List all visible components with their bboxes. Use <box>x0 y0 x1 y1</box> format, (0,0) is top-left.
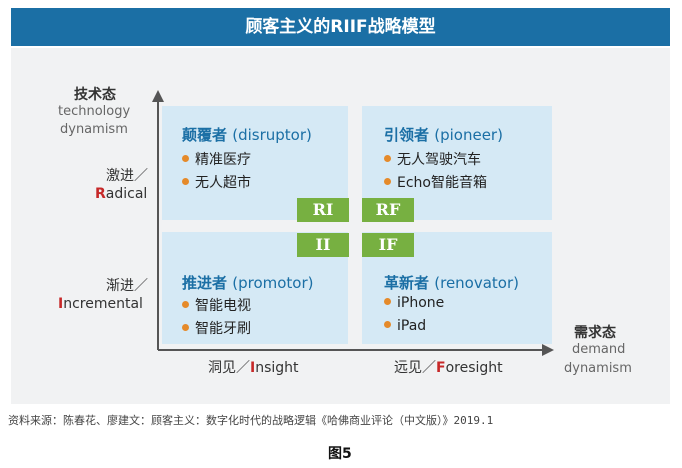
y-high-label-en: Radical <box>95 186 147 202</box>
x-left-rest: nsight <box>255 360 299 376</box>
quadrant-title-en: (promotor) <box>232 274 314 292</box>
y-axis-subtitle-line1: technology <box>58 104 131 119</box>
quadrant-title-cn: 颠覆者 <box>182 126 228 144</box>
y-low-label-en: Incremental <box>58 296 143 312</box>
bullet-dot <box>182 324 189 331</box>
y-high-initial: R <box>95 186 106 202</box>
quadrant-title-disruptor: 颠覆者 (disruptor) <box>182 124 312 145</box>
x-axis-arrow <box>542 344 554 356</box>
list-item: Echo智能音箱 <box>384 172 487 192</box>
bullet-dot <box>384 298 391 305</box>
y-axis-arrow <box>152 90 164 102</box>
badge-if: IF <box>362 233 414 257</box>
x-right-label: 远见／Foresight <box>394 357 503 377</box>
quadrant-title-en: (disruptor) <box>232 126 312 144</box>
quadrant-title-pioneer: 引领者 (pioneer) <box>384 124 503 145</box>
list-item: 无人驾驶汽车 <box>384 149 481 169</box>
quadrant-title-cn: 推进者 <box>182 274 228 292</box>
bullet-dot <box>182 301 189 308</box>
x-left-cn: 洞见／ <box>208 360 250 376</box>
list-item: 精准医疗 <box>182 149 251 169</box>
list-item-label: 精准医疗 <box>195 152 251 168</box>
list-item: 智能牙刷 <box>182 318 251 338</box>
y-low-rest: ncremental <box>63 296 143 312</box>
badge-ii: II <box>297 233 349 257</box>
list-item-label: 无人超市 <box>195 175 251 191</box>
list-item-label: 智能电视 <box>195 298 251 314</box>
figure-caption: 图5 <box>328 446 352 462</box>
source-note: 资料来源：陈春花、廖建文：顾客主义：数字化时代的战略逻辑《哈佛商业评论（中文版）… <box>8 414 494 427</box>
x-right-initial: F <box>436 360 446 376</box>
diagram-title: 顾客主义的RIIF战略模型 <box>11 8 670 46</box>
quadrant-title-cn: 革新者 <box>384 274 430 292</box>
y-high-label-cn: 激进／ <box>106 168 148 184</box>
bullet-dot <box>182 155 189 162</box>
y-axis-subtitle-line2: dynamism <box>60 122 128 137</box>
list-item: iPhone <box>384 295 444 311</box>
bullet-dot <box>384 178 391 185</box>
quadrant-title-en: (pioneer) <box>434 126 503 144</box>
x-axis-title: 需求态 <box>574 325 616 341</box>
bullet-dot <box>182 178 189 185</box>
list-item: iPad <box>384 318 426 334</box>
x-left-label: 洞见／Insight <box>208 357 299 377</box>
quadrant-title-cn: 引领者 <box>384 126 430 144</box>
x-right-rest: oresight <box>445 360 503 376</box>
x-right-cn: 远见／ <box>394 360 436 376</box>
list-item-label: 智能牙刷 <box>195 321 251 337</box>
x-left-initial: I <box>250 360 256 376</box>
list-item-label: iPhone <box>397 295 445 311</box>
quadrant-title-renovator: 革新者 (renovator) <box>384 272 519 293</box>
x-axis-subtitle-line2: dynamism <box>564 361 632 376</box>
bullet-dot <box>384 321 391 328</box>
y-low-label-cn: 渐进／ <box>106 278 148 294</box>
quadrant-title-promotor: 推进者 (promotor) <box>182 272 314 293</box>
list-item-label: 无人驾驶汽车 <box>397 152 481 168</box>
list-item: 智能电视 <box>182 295 251 315</box>
badge-rf: RF <box>362 198 414 222</box>
y-high-rest: adical <box>105 186 148 202</box>
list-item: 无人超市 <box>182 172 251 192</box>
bullet-dot <box>384 155 391 162</box>
y-low-initial: I <box>58 296 64 312</box>
quadrant-title-en: (renovator) <box>434 274 519 292</box>
y-axis-title: 技术态 <box>74 87 116 103</box>
x-axis-subtitle-line1: demand <box>572 342 626 357</box>
list-item-label: Echo智能音箱 <box>397 175 487 191</box>
list-item-label: iPad <box>397 318 427 334</box>
badge-ri: RI <box>297 198 349 222</box>
